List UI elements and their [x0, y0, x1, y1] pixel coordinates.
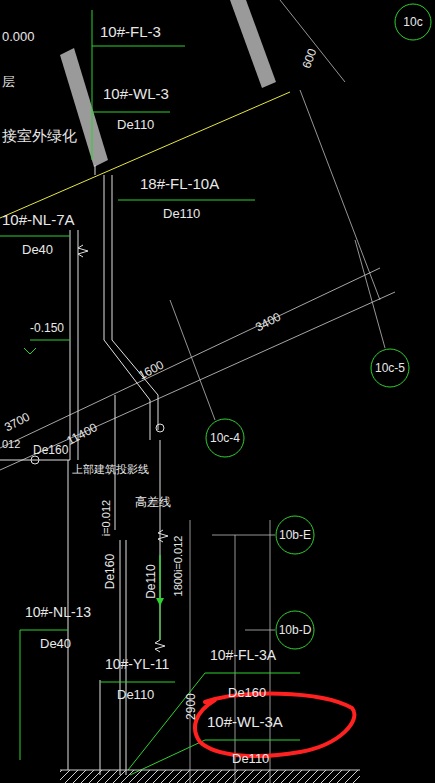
grid-bubble: 10b-E: [275, 515, 315, 555]
drawing-label: 高差线: [135, 496, 171, 509]
drawing-label: 600: [300, 47, 319, 70]
drawing-label: 接室外绿化: [2, 128, 77, 145]
grid-label: 10c: [403, 15, 422, 29]
drawing-label: De40: [40, 637, 71, 651]
drawing-label: 上部建筑投影线: [72, 463, 149, 475]
drawing-label: 012: [2, 438, 20, 450]
drawing-label: De160: [228, 686, 266, 700]
drawing-label: 1800i=0.012: [172, 536, 184, 597]
drawing-label: 10#-YL-11: [105, 657, 169, 672]
drawing-label: De40: [22, 243, 53, 257]
drawing-label: De110: [117, 688, 154, 702]
drawing-label: 10#-WL-3: [103, 86, 169, 103]
drawing-label: 10#-NL-13: [25, 605, 91, 620]
drawing-label: 层: [2, 75, 15, 89]
drawing-label: De110: [163, 207, 200, 221]
grid-label: 10c-4: [210, 431, 240, 445]
drawing-label: 1600: [136, 359, 166, 383]
drawing-label: De160: [104, 554, 117, 589]
drawing-label: -0.150: [30, 322, 64, 335]
grid-bubble: 10c-4: [205, 418, 245, 458]
drawing-label: De110: [232, 752, 269, 766]
drawing-label: 10#-FL-3A: [210, 648, 276, 663]
drawing-label: 3400: [253, 311, 283, 335]
grid-bubble: 10c-5: [370, 348, 410, 388]
drawing-label: 18#-FL-10A: [140, 176, 219, 193]
drawing-label: De160: [33, 444, 68, 457]
grid-bubble: 10c: [394, 3, 432, 41]
grid-label: 10c-5: [375, 361, 405, 375]
drawing-label: De110: [117, 118, 154, 132]
grid-bubble: 10b-D: [275, 610, 315, 650]
drawing-label: 10#-WL-3A: [207, 714, 283, 731]
grid-label: 10b-D: [279, 623, 312, 637]
drawing-label: 3700: [2, 411, 32, 435]
drawing-label: 2900: [185, 693, 198, 720]
drawing-label: De110: [145, 564, 158, 598]
drawing-label: i=0.012: [100, 500, 112, 536]
drawing-label: 10#-FL-3: [100, 24, 161, 41]
grid-label: 10b-E: [279, 528, 311, 542]
drawing-label: 0.000: [2, 30, 35, 44]
drawing-label: 10#-NL-7A: [2, 212, 75, 229]
